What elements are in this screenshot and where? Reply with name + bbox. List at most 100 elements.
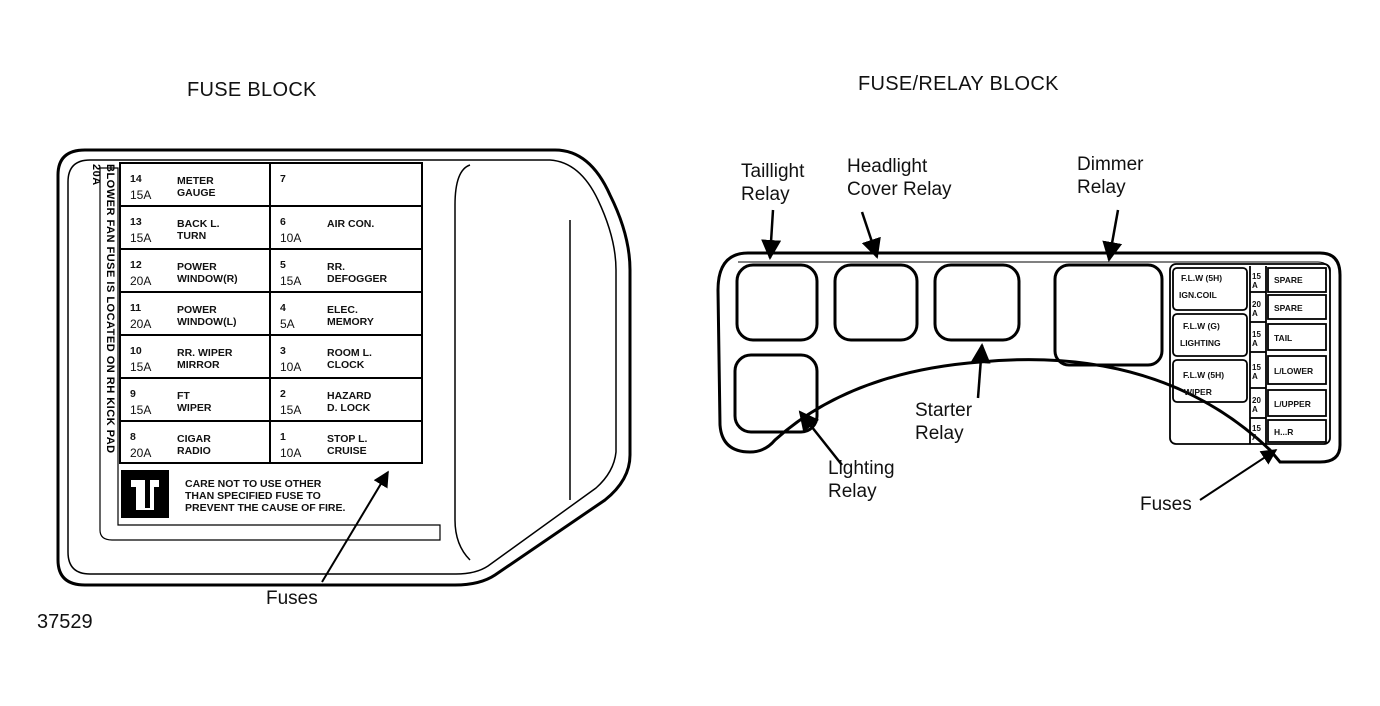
fuse-number: 1 <box>280 431 286 443</box>
fuse-label-line-2: CLOCK <box>327 359 365 371</box>
relay-fuse-label: SPARE <box>1274 303 1303 313</box>
lighting-relay-label-2: Relay <box>828 481 877 502</box>
fusible-link-2-l1: F.L.W (G) <box>1183 321 1220 331</box>
fuse-amperage: 10A <box>280 231 302 245</box>
dimmer-relay-socket <box>1053 263 1164 367</box>
fuse-amperage: 20A <box>130 317 152 331</box>
fuse-number: 2 <box>280 388 286 400</box>
fuse-label-line-2: WINDOW(L) <box>177 316 237 328</box>
fuse-number: 14 <box>130 173 142 185</box>
fusible-link-3-l2: WIPER <box>1184 387 1212 397</box>
lighting-arrow <box>798 410 843 466</box>
relay-fuse-label: TAIL <box>1274 333 1293 343</box>
fuse-label-line-2: WINDOW(R) <box>177 273 238 285</box>
fusible-link-2-l2: LIGHTING <box>1180 338 1221 348</box>
headlight-arrow <box>860 211 881 259</box>
dimmer-arrow <box>1102 209 1123 262</box>
fusible-link-1-l2: IGN.COIL <box>1179 290 1217 300</box>
taillight-relay-label-2: Relay <box>741 184 790 205</box>
dimmer-relay-label-2: Relay <box>1077 177 1126 198</box>
fuse-label-line-1: METER <box>177 175 214 187</box>
fuse-number: 11 <box>130 302 142 314</box>
fuse-grid <box>119 162 423 464</box>
fuse-number: 10 <box>130 345 142 357</box>
fuse-block-outline <box>56 148 632 587</box>
fuse-label-line-1: BACK L. <box>177 218 220 230</box>
fuse-label-line-1: CIGAR <box>177 433 211 445</box>
fuse-number: 8 <box>130 431 136 443</box>
relay-block-outline <box>716 251 1342 464</box>
fuse-label-line-2: WIPER <box>177 402 212 414</box>
fuse-label-line-2: MEMORY <box>327 316 374 328</box>
fuse-label-line-2: RADIO <box>177 445 211 457</box>
relay-fuse-panel <box>1169 263 1331 445</box>
fuse-label-line-1: ROOM L. <box>327 347 372 359</box>
relay-fuse-amp: 15 A <box>1252 424 1261 442</box>
caution-line-1: CARE NOT TO USE OTHER <box>185 478 322 490</box>
relay-fuse-amp: 15 A <box>1252 330 1261 348</box>
fuse-label-line-2: D. LOCK <box>327 402 371 414</box>
fuse-number: 4 <box>280 302 286 314</box>
dimmer-relay-label-1: Dimmer <box>1077 154 1144 175</box>
blower-fan-amp: 20A <box>90 164 102 186</box>
relay-fuse-amp: 15 A <box>1252 363 1261 381</box>
fuse-amperage: 15A <box>130 360 152 374</box>
caution-line-2: THAN SPECIFIED FUSE TO <box>185 490 321 502</box>
fuse-amperage: 5A <box>280 317 295 331</box>
fuse-label-line-1: HAZARD <box>327 390 372 402</box>
fusible-link-1-l1: F.L.W (5H) <box>1181 273 1223 283</box>
fuse-amperage: 10A <box>280 446 302 460</box>
fuse-label-line-2: MIRROR <box>177 359 220 371</box>
fuse-block-title: FUSE BLOCK <box>187 79 317 101</box>
fuse-number: 6 <box>280 216 286 228</box>
fuse-label-line-2: DEFOGGER <box>327 273 388 285</box>
fuse-number: 7 <box>280 173 286 185</box>
fuses-arrow-right <box>1199 449 1278 501</box>
starter-arrow <box>970 343 991 399</box>
relay-fuse-label: H...R <box>1274 427 1294 437</box>
blower-fan-note: BLOWER FAN FUSE IS LOCATED ON RH KICK PA… <box>104 164 116 454</box>
headlight-cover-relay-socket <box>833 263 919 342</box>
fuse-block-inner-outline <box>67 159 617 575</box>
starter-relay-socket <box>933 263 1021 342</box>
fuse-amperage: 15A <box>280 403 302 417</box>
fuse-number: 5 <box>280 259 286 271</box>
isuzu-logo <box>121 470 169 518</box>
fuse-amperage: 15A <box>130 188 152 202</box>
fuse-amperage: 20A <box>130 446 152 460</box>
starter-relay-label-1: Starter <box>915 400 973 421</box>
taillight-relay-label-1: Taillight <box>741 161 805 182</box>
fuses-arrow-left <box>321 470 389 583</box>
relay-fuse-amp: 20 A <box>1252 300 1261 318</box>
headlight-relay-label-1: Headlight <box>847 156 928 177</box>
relay-fuse-amp: 20 A <box>1252 396 1261 414</box>
fuse-block-cover-edge <box>454 164 471 561</box>
headlight-relay-label-2: Cover Relay <box>847 179 952 200</box>
fuse-label-line-2: CRUISE <box>327 445 367 457</box>
side-label-frame <box>99 167 441 541</box>
fuse-label-line-1: RR. WIPER <box>177 347 233 359</box>
fuse-label-line-1: ELEC. <box>327 304 358 316</box>
fuse-label-line-1: POWER <box>177 261 217 273</box>
taillight-relay-socket <box>735 263 819 342</box>
fuse-amperage: 15A <box>280 274 302 288</box>
fusible-link-3-l1: F.L.W (5H) <box>1183 370 1225 380</box>
fuse-label-line-2: GAUGE <box>177 187 216 199</box>
relay-fuse-label: L/LOWER <box>1274 366 1314 376</box>
fuse-amperage: 10A <box>280 360 302 374</box>
fuse-label-line-1: FT <box>177 390 190 402</box>
fuse-number: 12 <box>130 259 142 271</box>
fuse-number: 3 <box>280 345 286 357</box>
starter-relay-label-2: Relay <box>915 423 964 444</box>
relay-fuse-amp: 15 A <box>1252 272 1261 290</box>
caution-line-3: PREVENT THE CAUSE OF FIRE. <box>185 502 346 514</box>
fuse-label-line-1: POWER <box>177 304 217 316</box>
fuse-label-line-2: TURN <box>177 230 207 242</box>
fuse-amperage: 20A <box>130 274 152 288</box>
relay-fuse-label: SPARE <box>1274 275 1303 285</box>
fuse-relay-block-title: FUSE/RELAY BLOCK <box>858 73 1059 95</box>
fuse-amperage: 15A <box>130 231 152 245</box>
relay-block-inner-line <box>738 261 1331 440</box>
